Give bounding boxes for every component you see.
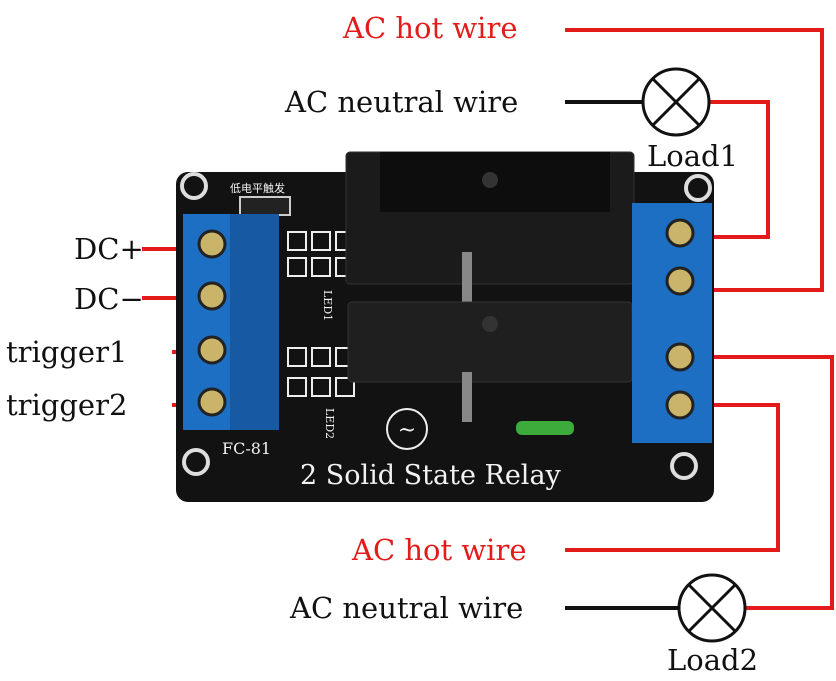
hot-wire-2 xyxy=(565,403,780,552)
ac-symbol-icon xyxy=(386,408,428,450)
load2-lamp-icon xyxy=(677,573,747,643)
ac-hot-wire-label-2: AC hot wire xyxy=(351,533,526,567)
mount-hole xyxy=(182,448,210,476)
load2-wire xyxy=(705,355,834,610)
trigger1-label: trigger1 xyxy=(6,335,127,369)
output-terminal-block-2 xyxy=(632,331,712,443)
board-cn-text: 低电平触发 xyxy=(230,181,285,195)
relay-2 xyxy=(347,301,633,383)
ac-neutral-wire-label-1: AC neutral wire xyxy=(284,85,518,119)
trigger2-label: trigger2 xyxy=(6,388,127,422)
load1-label: Load1 xyxy=(647,139,738,173)
dc-minus-label: DC− xyxy=(74,282,144,316)
load1-lamp-icon xyxy=(641,67,711,137)
led2-label: LED2 xyxy=(323,408,336,439)
mount-hole xyxy=(180,172,208,200)
relay-board: ~ LED1 LED2 低电平触发 FC-81 2 Solid Sta xyxy=(176,151,714,502)
load2-label: Load2 xyxy=(667,643,758,677)
board-model: FC-81 xyxy=(222,439,271,458)
ac-hot-wire-label-1: AC hot wire xyxy=(342,11,517,45)
dc-plus-label: DC+ xyxy=(74,232,144,266)
svg-text:~: ~ xyxy=(398,418,416,443)
mount-hole xyxy=(684,174,712,202)
led1-label: LED1 xyxy=(321,290,334,321)
load1-wire xyxy=(705,100,770,239)
hot-wire-1 xyxy=(565,28,824,292)
mount-hole xyxy=(670,452,698,480)
resistor xyxy=(516,421,574,435)
input-terminal-block xyxy=(183,214,279,430)
wires xyxy=(142,28,834,610)
ac-neutral-wire-label-2: AC neutral wire xyxy=(289,591,523,625)
board-title: 2 Solid State Relay xyxy=(300,460,562,491)
output-terminal-block-1 xyxy=(632,203,712,331)
